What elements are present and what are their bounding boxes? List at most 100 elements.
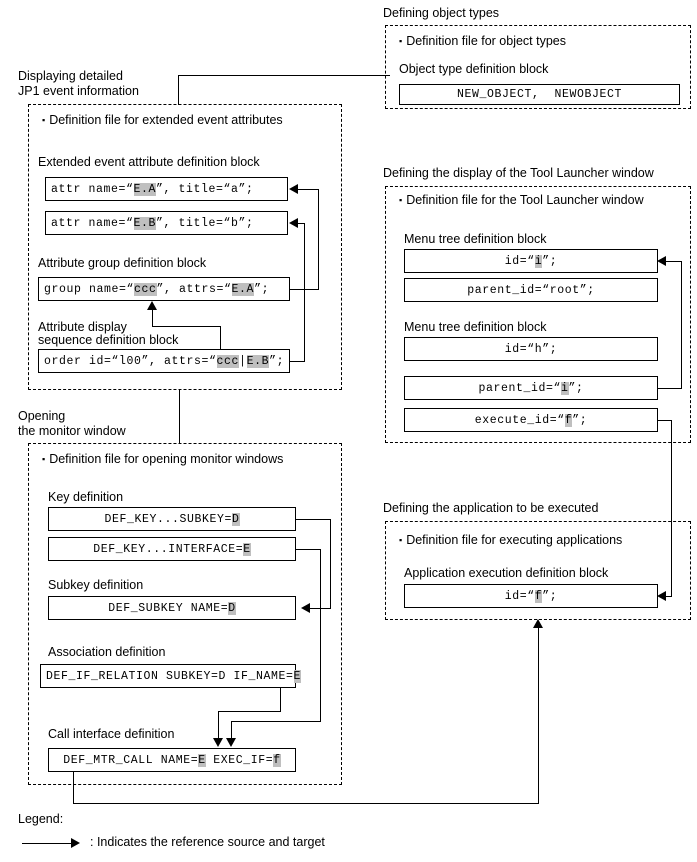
group-extended-event-attributes [28,104,342,390]
code-text-mid: ”, attrs=“ [156,282,232,296]
code-text-prefix: id=“ [504,254,535,268]
connector-interface-h-mid [231,721,321,722]
label-attribute-display-sequence-line1: Attribute display [38,320,127,334]
connector-order-eb-h-in [298,223,305,224]
code-text-suffix: ”; [269,354,285,368]
code-text: parent_id=“root”; [467,283,595,297]
label-application-file: Definition file for executing applicatio… [399,533,622,548]
connector-execif-h [73,803,539,804]
code-highlight-eb: E.B [133,216,157,230]
codebox-def-if-relation[interactable]: DEF_IF_RELATION SUBKEY=D IF_NAME=E [40,664,302,688]
connector-eventinfo-to-monitor [179,390,180,443]
code-text-suffix: ”, title=“a”; [156,182,254,196]
connector-executeid-h-in [666,596,672,597]
code-highlight-eb: E.B [246,354,270,368]
codebox-execute-id-f[interactable]: execute_id=“f”; [404,408,658,432]
legend-title: Legend: [18,812,64,826]
connector-objecttype-vertical [178,75,179,105]
label-attribute-group-block: Attribute group definition block [38,256,207,270]
code-highlight-e: E [243,542,251,556]
caption-displaying-detailed-line1: Displaying detailed [18,69,123,83]
codebox-def-subkey-name[interactable]: DEF_SUBKEY NAME=D [48,596,296,620]
codebox-attr-ea[interactable]: attr name=“E.A”, title=“a”; [45,177,288,201]
connector-executeid-h-out [658,420,672,421]
connector-group-ea-h-in [298,189,319,190]
codebox-id-i[interactable]: id=“i”; [404,249,658,273]
group-monitor-window [28,443,342,785]
code-highlight-d: D [228,601,236,615]
codebox-order-l00[interactable]: order id=“l00”, attrs=“ccc|E.B”; [38,349,290,373]
codebox-attr-eb[interactable]: attr name=“E.B”, title=“b”; [45,211,288,235]
codebox-id-h[interactable]: id=“h”; [404,337,658,361]
code-text-suffix: ”; [542,589,558,603]
connector-interface-v-down [231,721,232,741]
arrowhead-to-attr-eb [289,218,298,228]
code-text-prefix: DEF_KEY...INTERFACE= [93,542,244,556]
codebox-def-mtr-call[interactable]: DEF_MTR_CALL NAME=E EXEC_IF=f [48,748,296,772]
arrowhead-to-app-id-f-bottom [533,619,543,628]
code-text: id=“h”; [504,342,558,356]
codebox-group-ccc[interactable]: group name=“ccc”, attrs=“E.A”; [38,277,290,301]
code-text-prefix: id=“ [504,589,535,603]
arrowhead-to-group-ccc [147,301,157,310]
code-text-prefix: DEF_MTR_CALL NAME= [63,753,199,767]
code-highlight-e: E [198,753,206,767]
label-attribute-display-sequence-line2: sequence definition block [38,333,179,347]
code-highlight-ea: E.A [133,182,157,196]
caption-opening-monitor-line2: the monitor window [18,424,126,438]
caption-defining-application: Defining the application to be executed [383,501,599,515]
arrowhead-to-id-i [657,256,666,266]
arrowhead-to-mtr-call-name-a [213,738,223,747]
connector-interface-v-right [320,549,321,721]
connector-parentid-i-h-out [658,388,682,389]
code-text-prefix: attr name=“ [51,182,134,196]
connector-relation-h-mid [218,711,281,712]
arrowhead-to-mtr-call-name-b [226,738,236,747]
code-text-prefix: parent_id=“ [478,381,561,395]
code-text-suffix: ”; [572,413,588,427]
caption-tool-launcher: Defining the display of the Tool Launche… [383,166,654,180]
legend-arrowhead-icon [71,838,80,848]
connector-order-ccc-v-down [220,326,221,349]
codebox-parent-id-i[interactable]: parent_id=“i”; [404,376,658,400]
code-highlight-ea: E.A [231,282,255,296]
connector-interface-h-out [296,549,321,550]
label-extended-attributes-file: Definition file for extended event attri… [42,113,282,128]
code-text-mid: EXEC_IF= [205,753,274,767]
label-object-type-definition-block: Object type definition block [399,62,549,76]
codebox-parent-id-root[interactable]: parent_id=“root”; [404,278,658,302]
label-tool-launcher-file: Definition file for the Tool Launcher wi… [399,193,643,208]
label-menu-tree-block-1: Menu tree definition block [404,232,547,246]
code-text-prefix: group name=“ [44,282,135,296]
label-menu-tree-block-2: Menu tree definition block [404,320,547,334]
codebox-app-id-f[interactable]: id=“f”; [404,584,658,608]
label-extended-event-attribute-block: Extended event attribute definition bloc… [38,155,260,169]
code-highlight-f: f [273,753,281,767]
connector-objecttype-horizontal [178,75,390,76]
arrowhead-to-app-id-f [657,591,666,601]
code-highlight-i: i [534,254,543,268]
code-text-suffix: ”; [568,381,584,395]
code-highlight-i: i [560,381,569,395]
connector-parentid-i-v [681,261,682,388]
code-highlight-ccc: ccc [134,282,157,296]
code-text-prefix: DEF_KEY...SUBKEY= [104,512,232,526]
connector-subkey-v [330,519,331,608]
label-association-definition: Association definition [48,645,166,659]
caption-opening-monitor-line1: Opening [18,409,66,423]
arrowhead-to-attr-ea [289,184,298,194]
code-text-suffix: ”; [254,282,270,296]
connector-relation-v-right [280,688,281,711]
codebox-def-key-interface[interactable]: DEF_KEY...INTERFACE=E [48,537,296,561]
connector-execif-v-down [73,772,74,803]
group-tool-launcher [385,186,691,443]
connector-group-ea-v [318,189,319,289]
code-text-prefix: DEF_IF_RELATION SUBKEY=D IF_NAME= [46,669,294,683]
connector-parentid-i-h-in [666,261,682,262]
code-text: NEW_OBJECT, NEWOBJECT [456,88,623,101]
connector-order-ccc-h [152,326,220,327]
codebox-new-object[interactable]: NEW_OBJECT, NEWOBJECT [399,84,680,105]
code-highlight-f: f [534,589,543,603]
codebox-def-key-subkey[interactable]: DEF_KEY...SUBKEY=D [48,507,296,531]
